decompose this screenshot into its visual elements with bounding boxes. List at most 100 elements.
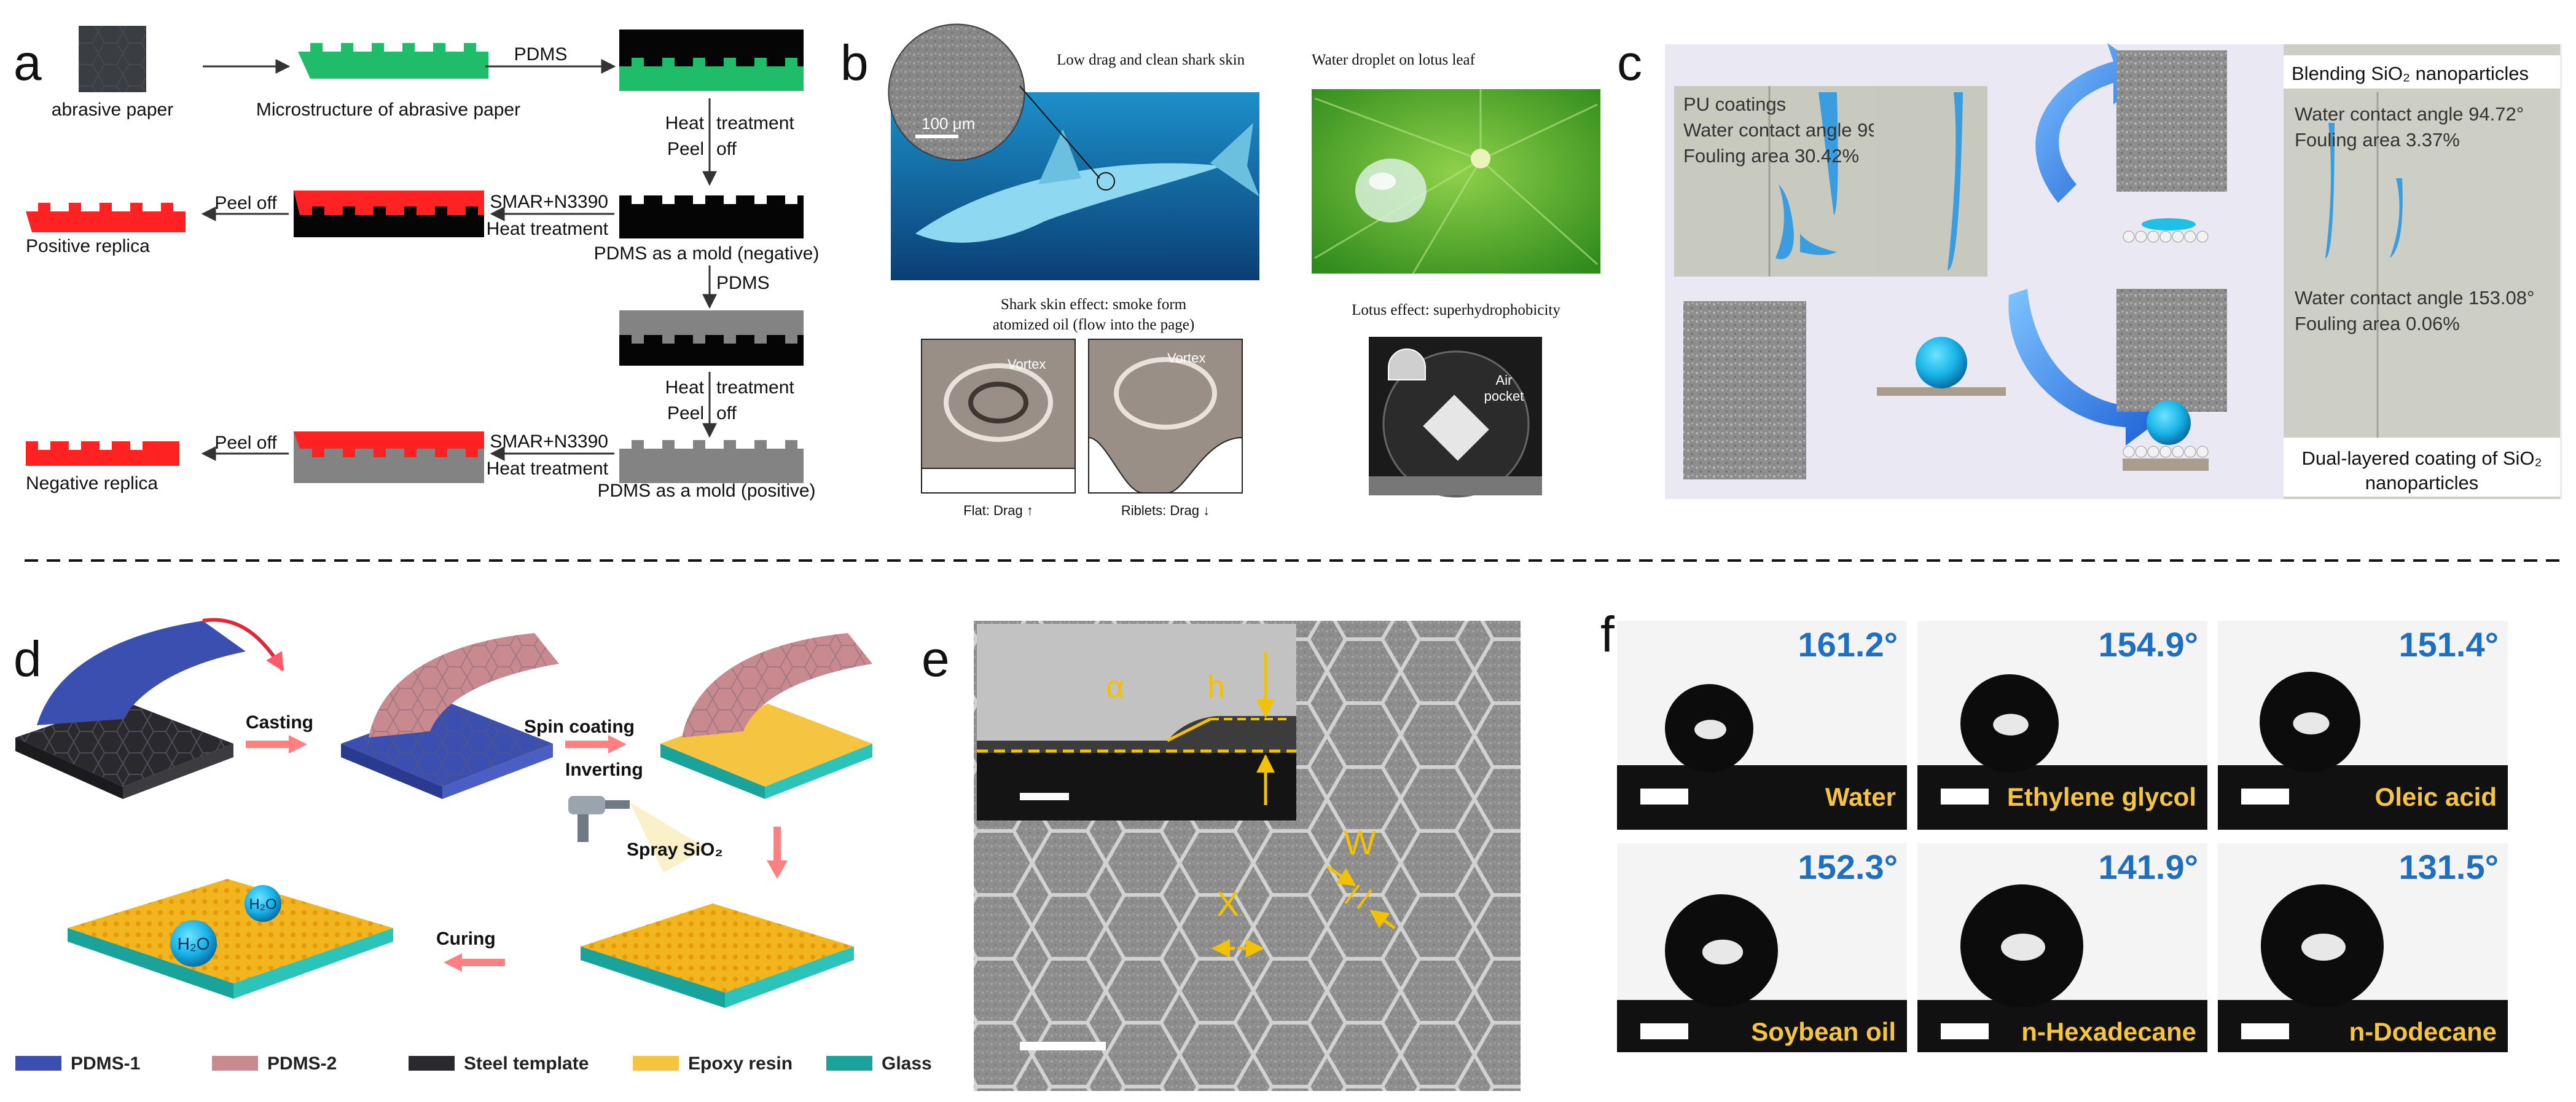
droplet-highlight [2301, 934, 2346, 961]
droplet-highlight [2293, 712, 2330, 735]
dual-contact-angle: Water contact angle 153.08° [2295, 287, 2534, 309]
legend-label: PDMS-1 [71, 1053, 140, 1074]
legend-swatch [212, 1056, 258, 1071]
legend-swatch [633, 1056, 679, 1071]
panel-letter-a: a [14, 35, 42, 91]
smar-label-2: SMAR+N3390 [490, 431, 608, 452]
scale-bar [1640, 789, 1688, 805]
legend-label: Glass [882, 1053, 932, 1074]
legend-swatch [409, 1056, 455, 1071]
pdms-1-sheet [37, 621, 246, 725]
scale-bar [1941, 1023, 1989, 1039]
peel-label: Peel [667, 139, 704, 159]
spray-sio2-label: Spray SiO₂ [627, 840, 723, 860]
scale-bar [1640, 1023, 1688, 1039]
panel-d: d Casting Spin coating Inverting [14, 618, 932, 1074]
dual-sem-image [2116, 289, 2227, 412]
water-droplet-1 [245, 885, 281, 922]
droplet-cell: 151.4° Oleic acid [2218, 621, 2508, 830]
heat-label: Heat [665, 113, 705, 133]
positive-replica-shape [26, 203, 186, 232]
shark-shape [915, 163, 1223, 243]
blend-contact-angle: Water contact angle 94.72° [2295, 103, 2524, 125]
dual-fouling-area: Fouling area 0.06% [2295, 313, 2460, 334]
droplet-highlight [2001, 934, 2045, 961]
off-label: off [716, 139, 737, 159]
off-label-2: off [716, 403, 737, 423]
liquid-label: Ethylene glycol [2007, 782, 2196, 811]
pdms-mold-positive [619, 440, 804, 483]
sprayed-coating [581, 903, 854, 993]
negative-replica-label: Negative replica [26, 473, 158, 494]
casting-arrow [246, 735, 307, 754]
droplet-cell: 131.5°n-Dodecane [2218, 843, 2508, 1052]
legend-label: Epoxy resin [688, 1053, 793, 1074]
heat-treatment-label-2: Heat treatment [487, 459, 609, 479]
droplet-highlight [1993, 714, 2029, 736]
spray-gun-icon [568, 796, 707, 873]
panel-a: a abrasive paper Microstructure of abras… [14, 26, 819, 501]
smar-label: SMAR+N3390 [490, 192, 608, 212]
panel-c: c PU coatings Water contact angle 99.62°… [1617, 35, 2562, 499]
lotus-leaf-photo [1312, 89, 1600, 274]
panel-letter-e: e [922, 631, 950, 687]
water-droplet [1355, 159, 1427, 222]
curing-arrow [444, 953, 505, 972]
panel-e: e α h W X [922, 621, 1521, 1091]
pdms-mold-negative-label: PDMS as a mold (negative) [594, 243, 820, 264]
scale-bar [2241, 1023, 2289, 1039]
droplet-icon [1388, 348, 1426, 380]
flat-drag-label: Flat: Drag ↑ [963, 503, 1033, 518]
riblet-drag-label: Riblets: Drag ↓ [1121, 503, 1210, 518]
air-label: Air [1496, 372, 1513, 388]
microstructure-label: Microstructure of abrasive paper [256, 100, 520, 120]
spray-arrow [767, 827, 788, 879]
panel-b: b 100 μm Low drag and clean shark skin W… [840, 23, 1600, 518]
inset-scale-bar [1020, 793, 1069, 800]
heat-label-2: Heat [665, 377, 705, 398]
contact-angle-value: 151.4° [2398, 625, 2499, 664]
contact-angle-value: 131.5° [2398, 848, 2499, 886]
h2o-label-2: H₂O [178, 934, 210, 953]
dual-title-line1: Dual-layered coating of SiO₂ [2301, 447, 2542, 469]
microstructure-shape [298, 43, 488, 79]
droplet-cell: 141.9° n-Hexadecane [1917, 843, 2207, 1052]
droplet-highlight [1702, 939, 1744, 965]
lotus-effect-label: Lotus effect: superhydrophobicity [1352, 302, 1560, 318]
contact-angle-value: 152.3° [1798, 848, 1898, 886]
liquid-label: Water [1825, 782, 1896, 811]
main-scale-bar [1020, 1042, 1106, 1050]
shark-effect-line1: Shark skin effect: smoke form [1001, 296, 1187, 313]
liquid-label: n-Hexadecane [2021, 1017, 2196, 1046]
pdms-label-2: PDMS [716, 273, 770, 293]
blend-sem-image [2116, 50, 2227, 192]
h-label: h [1207, 669, 1225, 705]
pu-fouling-area: Fouling area 30.42% [1683, 145, 1859, 167]
contact-angle-value: 141.9° [2098, 848, 2198, 886]
contact-angle-value: 154.9° [2098, 625, 2198, 664]
pu-sem-image [1683, 301, 1806, 479]
panel-letter-d: d [14, 631, 42, 687]
legend-swatch [826, 1056, 872, 1071]
panel-letter-c: c [1617, 35, 1642, 91]
positive-replica-label: Positive replica [26, 236, 150, 256]
negative-replica-shape [26, 441, 179, 466]
water-droplet-2 [170, 920, 217, 967]
legend-swatch [15, 1056, 61, 1071]
shark-effect-line2: atomized oil (flow into the page) [993, 317, 1194, 333]
pdms-label: PDMS [514, 44, 568, 65]
vortex-label-2: Vortex [1167, 350, 1205, 366]
blend-droplet-diagram [2123, 218, 2209, 243]
pu-droplet [1916, 337, 1967, 388]
contact-angle-value: 161.2° [1798, 625, 1898, 664]
droplet-cell: 152.3°Soybean oil [1617, 843, 1907, 1052]
treatment-label-2: treatment [716, 377, 794, 398]
pdms-mold-positive-label: PDMS as a mold (positive) [597, 481, 815, 501]
peel-label-2: Peel [667, 403, 704, 423]
lotus-title: Water droplet on lotus leaf [1312, 52, 1476, 68]
droplet-highlight [1694, 720, 1726, 739]
liquid-label: Oleic acid [2375, 782, 2497, 811]
